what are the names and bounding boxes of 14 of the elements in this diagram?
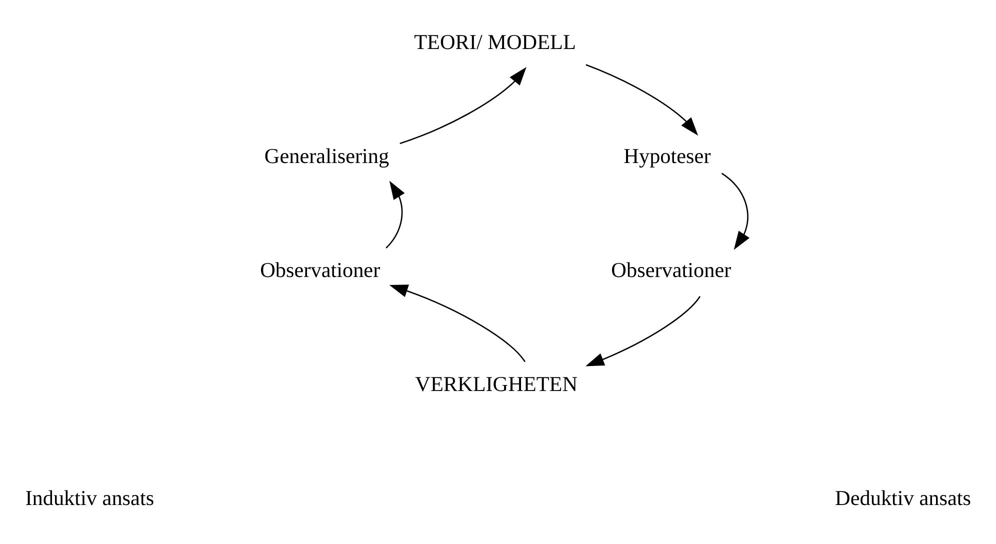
label: Deduktiv ansats (835, 486, 972, 510)
arrow (389, 284, 526, 362)
arrow (400, 66, 526, 144)
node-text: Observationer (260, 258, 380, 282)
node-text: Hypoteser (624, 144, 711, 168)
node-text: TEORI/ MODELL (414, 30, 576, 54)
node-text: VERKLIGHETEN (415, 372, 578, 396)
label: Induktiv ansats (25, 486, 154, 510)
node-text: Observationer (611, 258, 732, 282)
arrow (586, 64, 698, 136)
arrow (586, 296, 701, 366)
arrow (386, 180, 405, 248)
arrow (721, 172, 750, 250)
node-text: Generalisering (264, 144, 390, 168)
